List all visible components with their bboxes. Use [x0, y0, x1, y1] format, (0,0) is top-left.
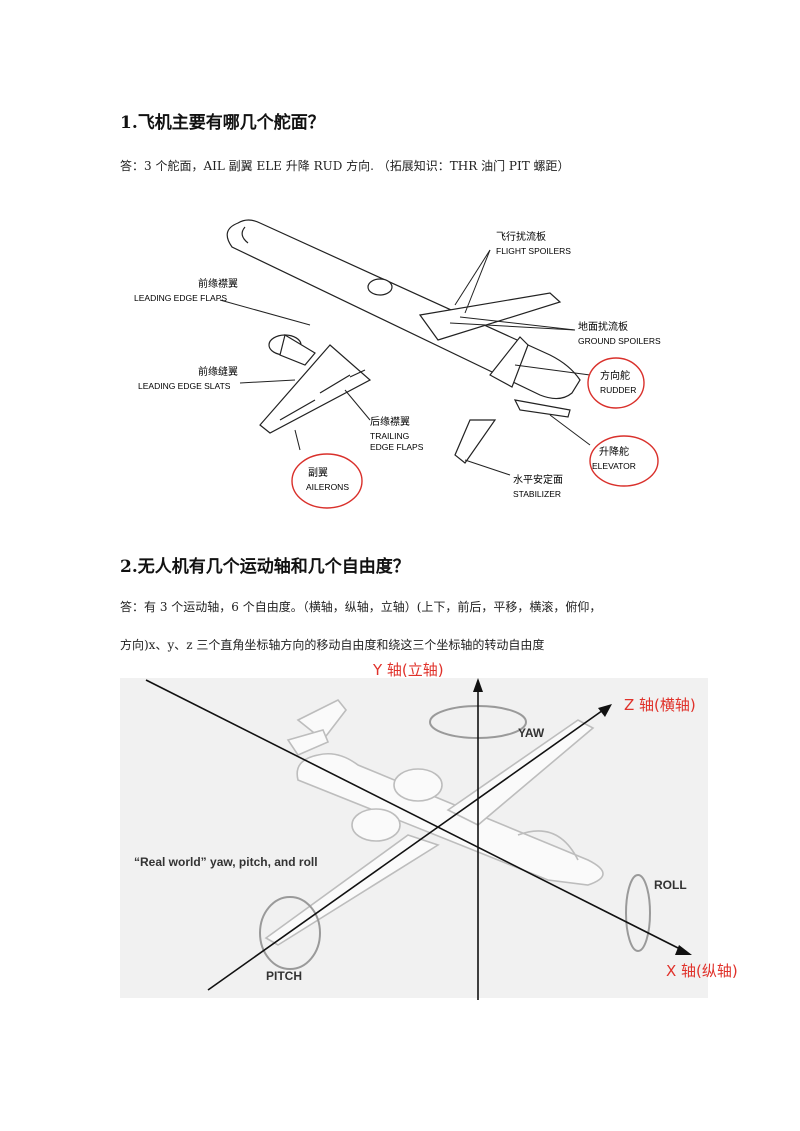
label-lef-en: LEADING EDGE FLAPS — [134, 293, 227, 303]
right-engine-shape — [394, 769, 442, 801]
x-axis-label: X 轴(纵轴) — [666, 962, 738, 980]
label-ele-cn: 升降舵 — [599, 445, 629, 458]
label-tef-en2: EDGE FLAPS — [370, 442, 424, 452]
yaw-label: YAW — [518, 726, 545, 740]
stabilizer-shape — [455, 420, 495, 463]
label-stab-cn: 水平安定面 — [513, 473, 563, 486]
question-2-answer-line1: 答：有 3 个运动轴，6 个自由度。（横轴，纵轴，立轴）(上下，前后，平移，横滚… — [120, 598, 601, 615]
question-2-heading: 2.无人机有几个运动轴和几个自由度？ — [120, 552, 410, 577]
label-gs-en: GROUND SPOILERS — [578, 336, 661, 346]
label-fs-cn: 飞行扰流板 — [496, 230, 546, 243]
roll-label: ROLL — [654, 878, 687, 892]
axes-figure: YAW ROLL PITCH “Real world” yaw, pitch, … — [118, 660, 758, 1010]
question-1-heading: 1.飞机主要有哪几个舵面？ — [120, 108, 325, 133]
y-axis-label: Y 轴(立轴) — [372, 661, 444, 679]
label-rud-cn: 方向舵 — [600, 369, 630, 382]
label-ele-en: ELEVATOR — [592, 461, 636, 471]
label-stab-en: STABILIZER — [513, 489, 561, 499]
label-les-en: LEADING EDGE SLATS — [138, 381, 231, 391]
rudder-highlight-circle — [588, 358, 644, 408]
label-lef-cn: 前缘襟翼 — [198, 277, 238, 290]
question-1-answer: 答：3 个舵面，AIL 副翼 ELE 升降 RUD 方向. （拓展知识：THR … — [120, 157, 570, 174]
label-tef-cn: 后缘襟翼 — [370, 415, 410, 428]
ailerons-highlight-circle — [292, 454, 362, 508]
left-engine-shape — [352, 809, 400, 841]
control-surfaces-figure: 前缘襟翼 LEADING EDGE FLAPS 前缘缝翼 LEADING EDG… — [120, 205, 680, 515]
figure-caption: “Real world” yaw, pitch, and roll — [134, 855, 318, 869]
label-ail-cn: 副翼 — [308, 467, 328, 479]
label-ail-en: AILERONS — [306, 482, 349, 492]
question-2-answer-line2: 方向)x、y、z 三个直角坐标轴方向的移动自由度和绕这三个坐标轴的转动自由度 — [120, 636, 544, 653]
label-les-cn: 前缘缝翼 — [198, 365, 238, 378]
label-tef-en1: TRAILING — [370, 431, 409, 441]
label-rud-en: RUDDER — [600, 385, 636, 395]
label-gs-cn: 地面扰流板 — [578, 320, 628, 333]
label-fs-en: FLIGHT SPOILERS — [496, 246, 571, 256]
z-axis-label: Z 轴(横轴) — [624, 696, 696, 714]
pitch-label: PITCH — [266, 969, 302, 983]
left-wing-shape — [260, 345, 370, 433]
